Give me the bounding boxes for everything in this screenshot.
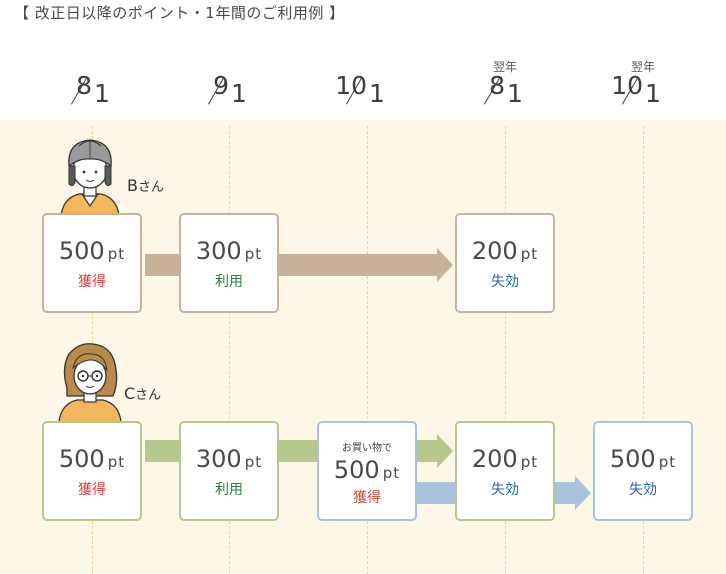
date-month: 8 bbox=[489, 71, 505, 100]
c-flow-bar-second bbox=[417, 482, 457, 504]
points-value: 500 bbox=[609, 445, 656, 473]
c-flow-bar-second bbox=[555, 482, 575, 504]
person-c-initial: C bbox=[124, 384, 136, 403]
date-day: 1 bbox=[231, 79, 247, 108]
points-unit: pt bbox=[107, 245, 126, 263]
points-value: 500 bbox=[58, 445, 105, 473]
points-unit: pt bbox=[244, 453, 263, 471]
event-label: 失効 bbox=[629, 482, 657, 498]
b-flow-arrowhead bbox=[437, 248, 453, 282]
event-label: 利用 bbox=[215, 274, 243, 290]
date-day: 1 bbox=[369, 79, 385, 108]
date-day: 1 bbox=[507, 79, 523, 108]
points-unit: pt bbox=[107, 453, 126, 471]
event-label: 獲得 bbox=[78, 482, 106, 498]
points-value: 300 bbox=[195, 237, 242, 265]
points-value: 300 bbox=[195, 445, 242, 473]
person-b-initial: B bbox=[127, 176, 138, 195]
points-value: 500 bbox=[58, 237, 105, 265]
points-unit: pt bbox=[658, 453, 677, 471]
person-c-avatar-icon bbox=[58, 343, 122, 422]
points-value: 500 bbox=[333, 456, 380, 484]
person-b-suffix: さん bbox=[137, 180, 164, 195]
event-label: 獲得 bbox=[78, 274, 106, 290]
points-value: 200 bbox=[471, 445, 518, 473]
event-label: 失効 bbox=[491, 482, 519, 498]
date-day: 1 bbox=[94, 79, 110, 108]
points-unit: pt bbox=[520, 245, 539, 263]
date-year: 翌年 bbox=[492, 60, 517, 74]
event-label: 利用 bbox=[215, 482, 243, 498]
event-label: 獲得 bbox=[353, 490, 381, 506]
person-c-suffix: さん bbox=[135, 388, 162, 403]
points-unit: pt bbox=[520, 453, 539, 471]
date-year: 翌年 bbox=[630, 60, 655, 74]
c-flow-bar bbox=[279, 440, 317, 462]
b-flow-bar bbox=[279, 254, 437, 276]
date-month: 9 bbox=[213, 71, 229, 100]
c-flow-arrowhead bbox=[437, 434, 453, 468]
timeline-guide bbox=[643, 126, 644, 574]
c-flow-bar bbox=[145, 440, 179, 462]
person-c-name: Cさん bbox=[124, 384, 161, 403]
event-label: 失効 bbox=[491, 274, 519, 290]
timeline-guide bbox=[229, 126, 230, 574]
page-title: 【 改正日以降のポイント・1年間のご利用例 】 bbox=[14, 4, 345, 22]
points-value: 200 bbox=[471, 237, 518, 265]
date-month: 10 bbox=[335, 71, 367, 100]
b-flow-bar bbox=[145, 254, 179, 276]
points-unit: pt bbox=[244, 245, 263, 263]
person-b-name: Bさん bbox=[127, 176, 164, 195]
points-unit: pt bbox=[382, 464, 401, 482]
person-b-avatar-icon bbox=[60, 139, 120, 216]
date-month: 8 bbox=[76, 71, 92, 100]
date-month: 10 bbox=[611, 71, 643, 100]
date-day: 1 bbox=[645, 79, 661, 108]
c-flow-bar bbox=[417, 440, 437, 462]
timeline-guide bbox=[367, 126, 368, 574]
event-note: お買い物で bbox=[342, 443, 392, 454]
c-flow-arrowhead-second bbox=[575, 476, 591, 510]
timeline-guide bbox=[505, 126, 506, 574]
